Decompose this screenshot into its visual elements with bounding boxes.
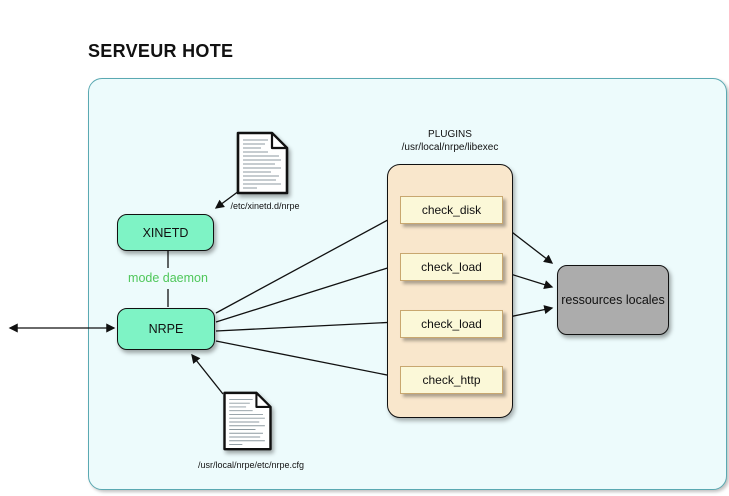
plugins-header: PLUGINS /usr/local/nrpe/libexec: [378, 128, 522, 154]
plugins-path: /usr/local/nrpe/libexec: [401, 142, 499, 153]
nrpe-box: NRPE: [117, 308, 215, 350]
plugins-title: PLUGINS: [428, 129, 472, 140]
mode-daemon-label: mode daemon: [128, 271, 208, 285]
xinetd-box: XINETD: [117, 214, 214, 251]
resources-box: ressources locales: [557, 265, 669, 335]
plugin-box-check-disk: check_disk: [400, 196, 503, 224]
nrpe-label: NRPE: [148, 322, 184, 336]
page-title: SERVEUR HOTE: [88, 41, 234, 61]
xinetd-config-doc-icon: [236, 131, 289, 195]
resources-label: ressources locales: [561, 293, 665, 307]
xinetd-config-path-label: /etc/xinetd.d/nrpe: [230, 201, 300, 211]
plugin-box-check-http: check_http: [400, 366, 503, 394]
plugin-label: check_load: [421, 260, 482, 274]
plugin-label: check_disk: [421, 203, 482, 217]
xinetd-label: XINETD: [142, 225, 189, 240]
plugin-label: check_load: [421, 317, 482, 331]
plugin-box-check-load-1: check_load: [400, 253, 503, 281]
plugin-box-check-load-2: check_load: [400, 310, 503, 338]
nrpe-config-path-label: /usr/local/nrpe/etc/nrpe.cfg: [197, 460, 305, 470]
nrpe-config-doc-icon: [223, 391, 272, 451]
plugin-label: check_http: [422, 373, 481, 387]
